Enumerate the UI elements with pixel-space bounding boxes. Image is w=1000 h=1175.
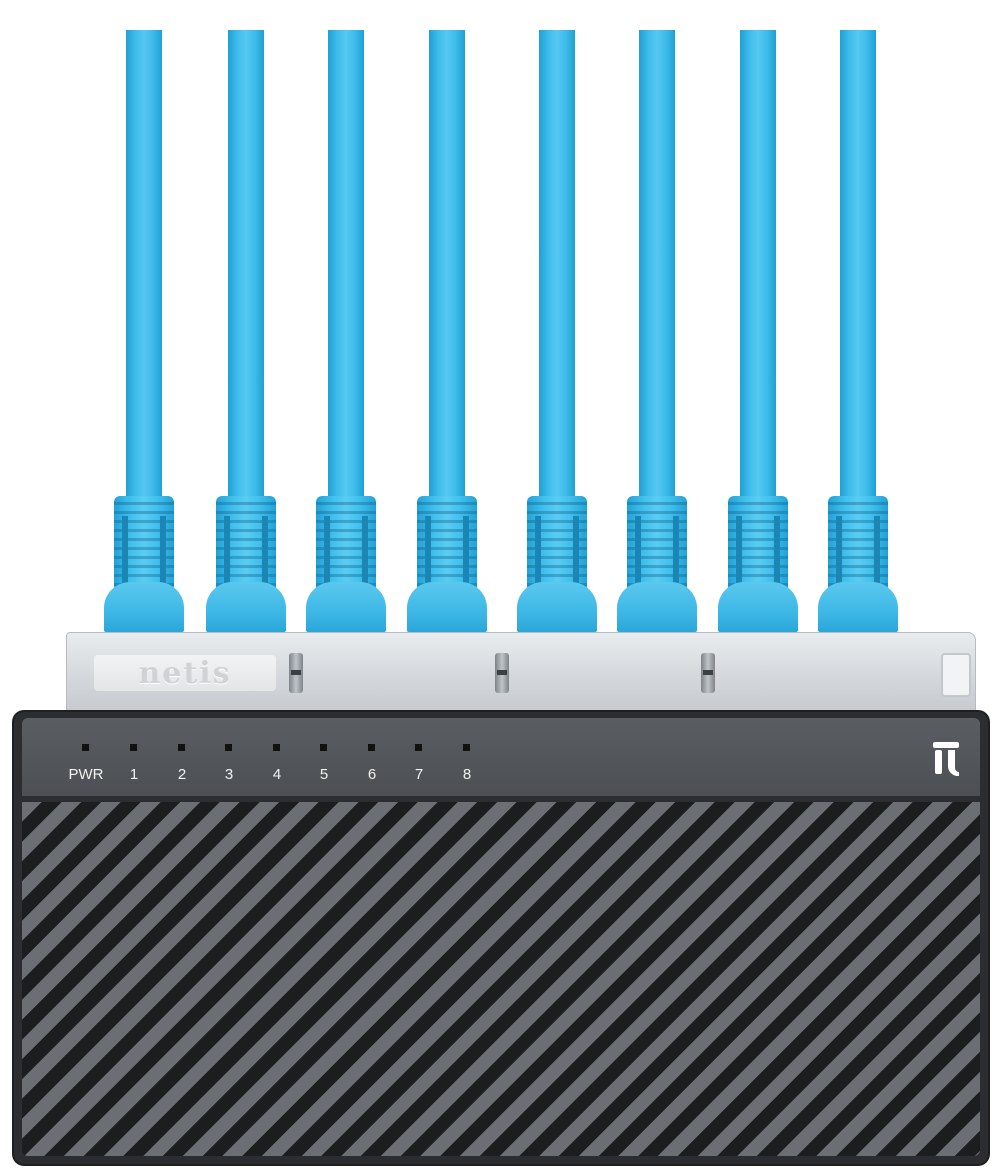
led-label: 6: [367, 766, 377, 783]
ethernet-cable-5: [517, 30, 597, 632]
led-indicator: [178, 744, 185, 751]
led-pwr: PWR: [66, 744, 106, 794]
led-indicator: [463, 744, 470, 751]
led-indicator: [415, 744, 422, 751]
mount-slot: [701, 653, 715, 693]
led-port-5: 5: [304, 744, 344, 794]
led-indicator: [368, 744, 375, 751]
led-label: 8: [462, 766, 472, 783]
led-label: 1: [129, 766, 139, 783]
led-port-1: 1: [114, 744, 154, 794]
rear-logo: netis: [138, 655, 232, 691]
led-indicator: [225, 744, 232, 751]
led-label: 4: [272, 766, 282, 783]
led-indicator: [82, 744, 89, 751]
ethernet-cable-3: [306, 30, 386, 632]
ethernet-cable-6: [617, 30, 697, 632]
led-port-6: 6: [352, 744, 392, 794]
led-label: 3: [224, 766, 234, 783]
led-panel: PWR 1 2 3 4 5: [22, 718, 980, 796]
vent-grille: [22, 802, 980, 1156]
switch-rear-panel: netis: [66, 632, 976, 714]
led-label: 2: [177, 766, 187, 783]
led-port-4: 4: [257, 744, 297, 794]
mount-slot: [495, 653, 509, 693]
power-port: [941, 653, 971, 697]
led-label: 7: [414, 766, 424, 783]
led-port-3: 3: [209, 744, 249, 794]
rear-logo-plate: netis: [94, 655, 276, 691]
led-port-2: 2: [162, 744, 202, 794]
ethernet-cable-1: [104, 30, 184, 632]
ethernet-cable-4: [407, 30, 487, 632]
led-indicator: [273, 744, 280, 751]
led-label: 5: [319, 766, 329, 783]
led-port-8: 8: [447, 744, 487, 794]
ethernet-cable-8: [818, 30, 898, 632]
switch-body: PWR 1 2 3 4 5: [14, 712, 988, 1164]
led-indicator: [320, 744, 327, 751]
ethernet-cable-7: [718, 30, 798, 632]
led-label: PWR: [68, 766, 104, 783]
mount-slot: [289, 653, 303, 693]
led-port-7: 7: [399, 744, 439, 794]
netis-logo-icon: [933, 742, 959, 777]
led-indicator: [130, 744, 137, 751]
ethernet-cable-2: [206, 30, 286, 632]
